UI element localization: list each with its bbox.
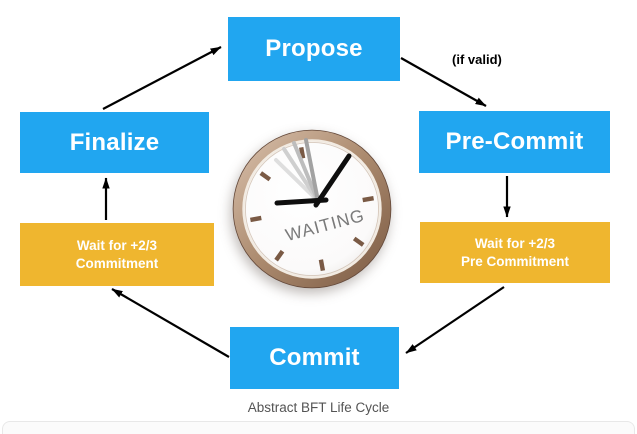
wait-commit-line1: Wait for +2/3 bbox=[76, 237, 158, 253]
arrow-finalize-to-propose bbox=[102, 46, 222, 110]
node-wait-commitment: Wait for +2/3 Commitment bbox=[20, 223, 214, 286]
edge-label-if-valid: (if valid) bbox=[452, 52, 502, 67]
node-propose: Propose bbox=[228, 17, 400, 81]
node-commit-label: Commit bbox=[269, 344, 360, 371]
waiting-clock-image: WAITING bbox=[232, 129, 392, 289]
diagram-caption: Abstract BFT Life Cycle bbox=[247, 400, 390, 415]
arrow-commit-to-wait-commitment bbox=[111, 288, 230, 358]
node-pre-commit: Pre-Commit bbox=[419, 111, 610, 173]
wait-precommit-line2: Pre Commitment bbox=[460, 253, 570, 269]
node-commit: Commit bbox=[230, 327, 399, 389]
node-finalize: Finalize bbox=[20, 112, 209, 173]
node-pre-commit-label: Pre-Commit bbox=[445, 128, 584, 155]
clock-hands bbox=[274, 138, 352, 208]
node-propose-label: Propose bbox=[265, 35, 363, 62]
next-section-top-edge bbox=[2, 421, 635, 434]
node-wait-precommitment: Wait for +2/3 Pre Commitment bbox=[420, 222, 610, 283]
node-finalize-label: Finalize bbox=[69, 128, 160, 156]
clock-face bbox=[232, 129, 392, 289]
wait-commit-line2: Commitment bbox=[75, 255, 159, 271]
arrow-wait-to-commit bbox=[405, 286, 505, 354]
wait-precommit-line1: Wait for +2/3 bbox=[474, 235, 556, 251]
